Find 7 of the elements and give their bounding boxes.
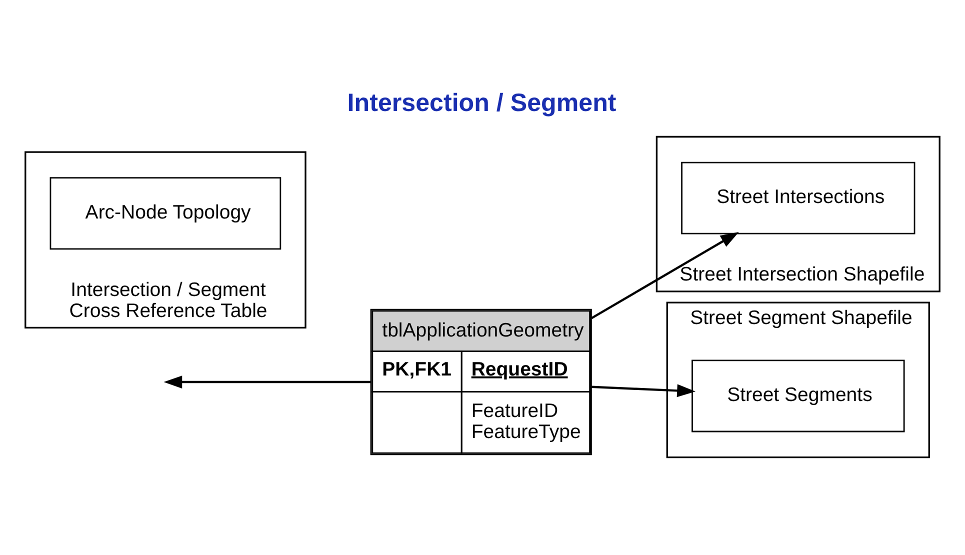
arrow (591, 384, 696, 398)
arrow (590, 232, 739, 320)
arrow (164, 376, 371, 388)
node-box: Street Intersections (681, 162, 916, 234)
node-box: Arc-Node Topology (50, 177, 282, 250)
diagram-title: Intersection / Segment (347, 88, 616, 117)
node-box: Street Segments (692, 360, 905, 432)
